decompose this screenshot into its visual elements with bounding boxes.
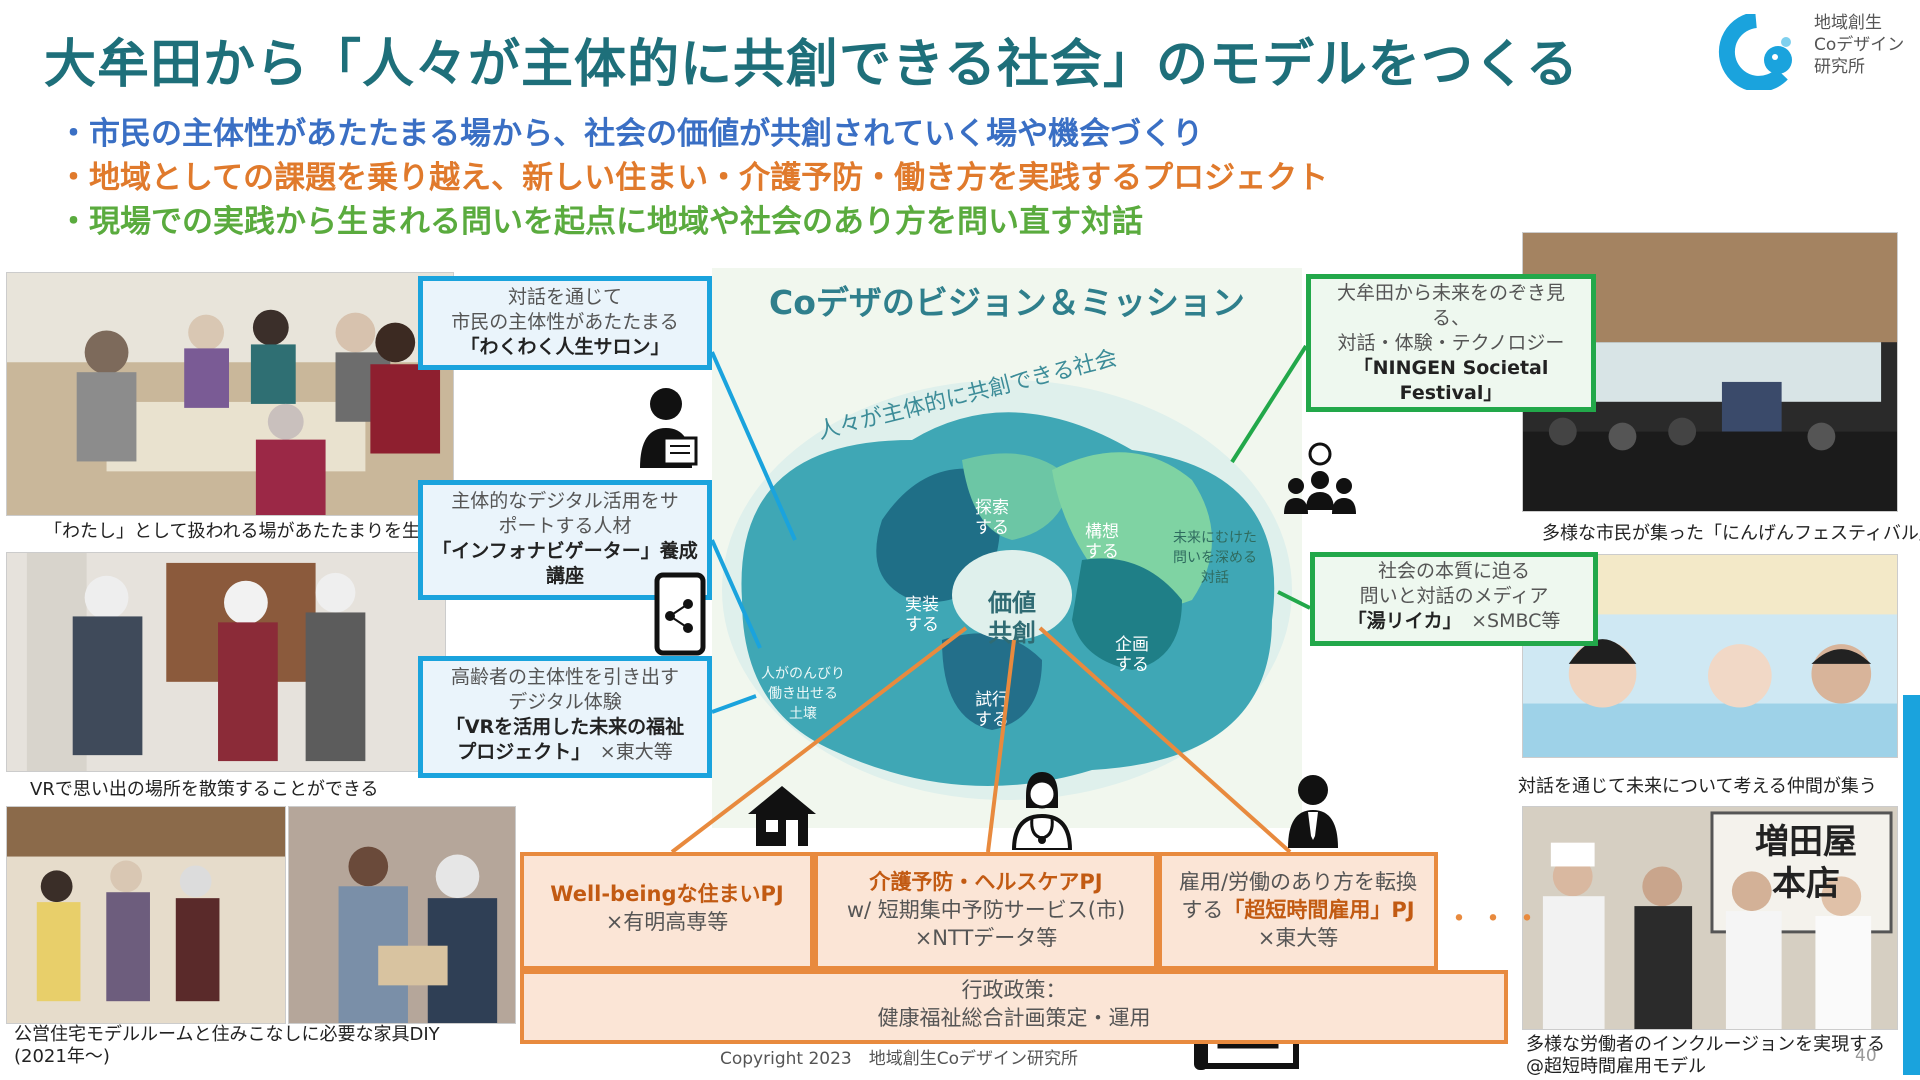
caption-vr: VRで思い出の場所を散策することができる — [30, 779, 379, 800]
vision-node-concept: 構想 する — [1085, 522, 1119, 562]
right-accent-bar — [1903, 695, 1920, 1075]
more-ellipsis: ・・・ — [1444, 902, 1546, 937]
caption-modelroom-1: 公営住宅モデルルームと住みこなしに必要な家具DIY — [14, 1024, 440, 1045]
callout-vr-welfare: 高齢者の主体性を引き出す デジタル体験 「VRを活用した未来の福祉 プロジェクト… — [418, 656, 712, 778]
project-employment-line1: 雇用/労働のあり方を転換 — [1178, 870, 1418, 894]
caption-yurika: 対話を通じて未来について考える仲間が集う — [1518, 776, 1877, 797]
project-care-prevention: 介護予防・ヘルスケアPJ w/ 短期集中予防サービス(市) ×NTTデータ等 — [814, 852, 1158, 970]
bullet-3: ・現場での実践から生まれる問いを起点に地域や社会のあり方を問い直す対話 — [58, 204, 1143, 240]
photo-soba-shop: 増田屋 本店 — [1522, 806, 1898, 1030]
vision-soil-label: 人がのんびり 働き出せる 土壌 — [761, 666, 845, 722]
admin-policy-label: 行政政策： — [961, 978, 1067, 1002]
callout-salon: 対話を通じて 市民の主体性があたたまる 「わくわく人生サロン」 — [418, 276, 712, 370]
callout-vr-title: 「VRを活用した未来の福祉 — [445, 716, 685, 738]
callout-salon-line1: 対話を通じて — [507, 286, 622, 308]
callout-fest-line3: 対話・体験・テクノロジー — [1337, 332, 1565, 354]
vision-node-implement: 実装 する — [905, 595, 939, 635]
photo-diy — [288, 806, 516, 1024]
project-wellbeing-housing: Well-beingな住まいPJ ×有明高専等 — [520, 852, 814, 970]
admin-policy-box: 行政政策： 健康福祉総合計画策定・運用 — [520, 970, 1508, 1044]
team-idea-icon — [1280, 440, 1360, 518]
vision-diagram: 人々が主体的に共創できる社会 価値 共創 人がのんびり 働き出せる 土壌 未来に… — [712, 320, 1302, 820]
doctor-icon — [1008, 768, 1076, 850]
person-tablet-icon — [626, 384, 704, 468]
callout-vr-title2: プロジェクト」 — [457, 741, 581, 763]
callout-yurika: 社会の本質に迫る 問いと対話のメディア 「湯リイカ」 ×SMBC等 — [1310, 552, 1598, 646]
vision-node-explore: 探索 する — [975, 498, 1009, 538]
callout-yurika-line1: 社会の本質に迫る — [1377, 560, 1530, 582]
bullet-2: ・地域としての課題を乗り越え、新しい住まい・介護予防・働き方を実践するプロジェク… — [58, 160, 1329, 196]
callout-salon-title: 「わくわく人生サロン」 — [460, 336, 670, 358]
callout-yurika-partner: ×SMBC等 — [1471, 610, 1561, 632]
photo-salon — [6, 272, 454, 516]
caption-soba-1: 多様な労働者のインクルージョンを実現する — [1526, 1034, 1886, 1055]
project-care-partner: ×NTTデータ等 — [914, 926, 1058, 950]
smartphone-icon — [654, 572, 706, 656]
vision-node-trial: 試行 する — [975, 690, 1009, 730]
callout-yurika-line2: 問いと対話のメディア — [1359, 585, 1549, 607]
callout-infonav-title: 「インフォナビゲーター」養成 — [432, 540, 698, 562]
callout-festival: 大牟田から未来をのぞき見 る、 対話・体験・テクノロジー 「NINGEN Soc… — [1306, 274, 1596, 412]
house-icon — [744, 782, 820, 848]
project-housing-partner: ×有明高専等 — [605, 910, 729, 934]
vision-node-plan: 企画 する — [1115, 635, 1149, 675]
callout-yurika-title: 「湯リイカ」 — [1347, 610, 1453, 632]
project-care-title: 介護予防・ヘルスケアPJ — [869, 870, 1103, 894]
caption-festival: 多様な市民が集った「にんげんフェスティバル」 — [1542, 523, 1920, 544]
callout-fest-line1: 大牟田から未来をのぞき見 — [1336, 282, 1565, 304]
callout-fest-title: 「NINGEN Societal — [1353, 357, 1549, 379]
callout-salon-line2: 市民の主体性があたたまる — [451, 311, 679, 333]
page-number: 40 — [1855, 1046, 1877, 1066]
photo-vr — [6, 552, 446, 772]
project-employment-partner: ×東大等 — [1257, 926, 1339, 950]
project-employment-title: 「超短時間雇用」PJ — [1223, 898, 1415, 922]
businessman-icon — [1284, 770, 1342, 848]
callout-infonav-line1: 主体的なデジタル活用をサ — [451, 490, 679, 512]
callout-fest-title2: Festival」 — [1399, 382, 1503, 404]
vision-future-label: 未来にむけた 問いを深める 対話 — [1173, 530, 1257, 586]
admin-policy-detail: 健康福祉総合計画策定・運用 — [877, 1006, 1151, 1030]
bullet-1: ・市民の主体性があたたまる場から、社会の価値が共創されていく場や機会づくり — [58, 116, 1204, 152]
photo-modelroom — [6, 806, 286, 1024]
caption-modelroom-2: (2021年～) — [14, 1046, 110, 1067]
callout-fest-line2: る、 — [1431, 307, 1470, 329]
logo-text: 地域創生 Coデザイン 研究所 — [1814, 13, 1905, 77]
page-title: 大牟田から「人々が主体的に共創できる社会」のモデルをつくる — [44, 35, 1579, 95]
shop-signboard: 増田屋 本店 — [1755, 822, 1857, 904]
project-ultra-short-employment: 雇用/労働のあり方を転換 する「超短時間雇用」PJ ×東大等 — [1158, 852, 1438, 970]
callout-infonav-line2: ポートする人材 — [498, 515, 632, 537]
copyright: Copyright 2023 地域創生Coデザイン研究所 — [720, 1049, 1079, 1069]
callout-infonav-title2: 講座 — [545, 565, 584, 587]
callout-vr-line1: 高齢者の主体性を引き出す — [450, 666, 679, 688]
project-housing-title: Well-beingな住まいPJ — [550, 882, 784, 906]
vision-title: Coデザのビジョン＆ミッション — [769, 283, 1245, 322]
logo-icon — [1712, 14, 1800, 90]
callout-vr-line2: デジタル体験 — [508, 691, 622, 713]
project-care-detail: w/ 短期集中予防サービス(市) — [846, 898, 1126, 922]
project-employment-line2: する — [1181, 898, 1224, 922]
caption-salon: 「わたし」として扱われる場があたたまりを生む — [44, 521, 439, 542]
callout-vr-partner: ×東大等 — [599, 741, 673, 763]
caption-soba-2: @超短時間雇用モデル — [1526, 1056, 1706, 1077]
